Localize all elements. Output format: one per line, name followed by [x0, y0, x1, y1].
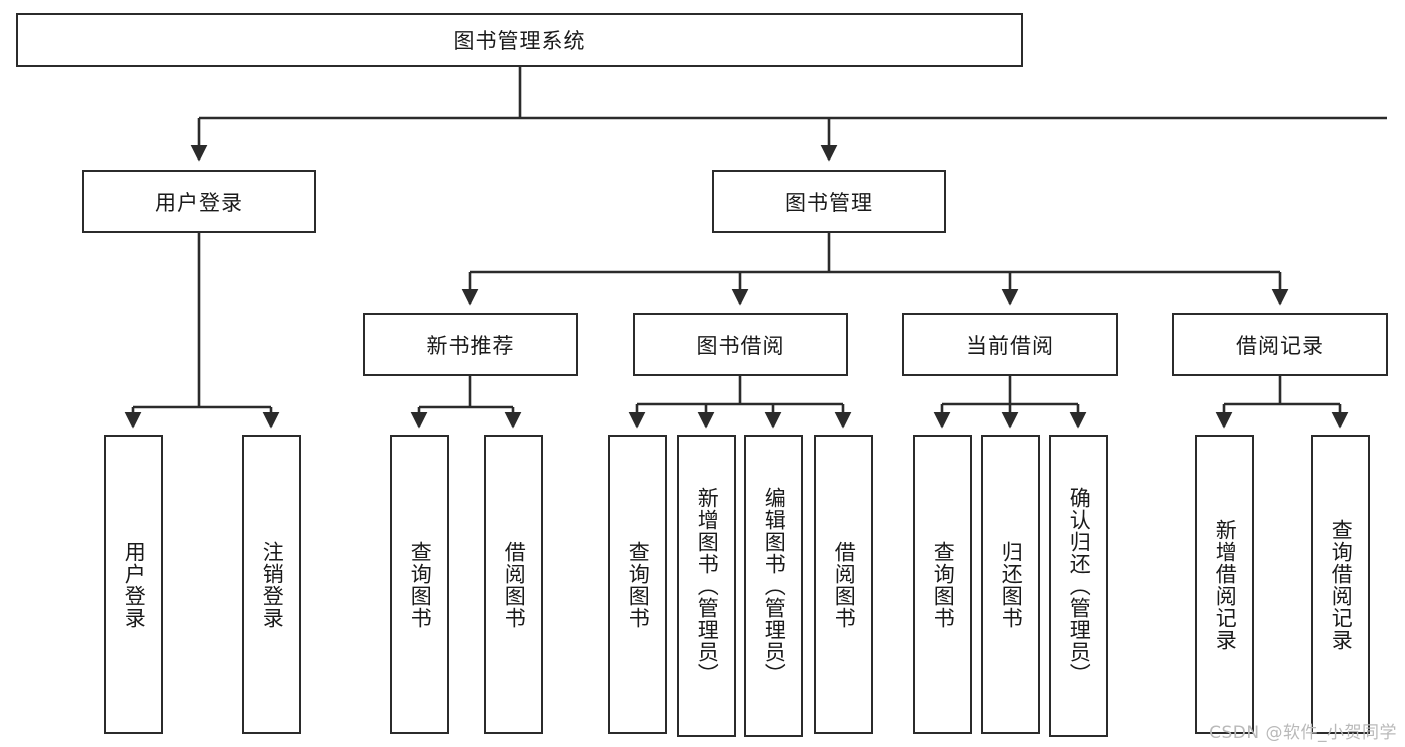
node-borrow-record-label: 借阅记录 — [1236, 333, 1324, 358]
leaf-borrow-borrow-book[interactable]: 借阅图书 — [814, 435, 873, 734]
node-root[interactable]: 图书管理系统 — [16, 13, 1023, 67]
node-book-management[interactable]: 图书管理 — [712, 170, 946, 233]
leaf-user-logout-label: 注销登录 — [260, 540, 285, 629]
leaf-record-add-label: 新增借阅记录 — [1213, 518, 1238, 651]
leaf-current-confirm-return-admin-label: 确认归还（管理员） — [1067, 487, 1092, 685]
leaf-borrow-borrow-book-label: 借阅图书 — [832, 540, 857, 629]
leaf-record-query-label: 查询借阅记录 — [1329, 518, 1354, 651]
leaf-record-query[interactable]: 查询借阅记录 — [1311, 435, 1370, 734]
leaf-record-add[interactable]: 新增借阅记录 — [1195, 435, 1254, 734]
leaf-borrow-query-book[interactable]: 查询图书 — [608, 435, 667, 734]
node-book-borrow[interactable]: 图书借阅 — [633, 313, 848, 376]
watermark: CSDN @软件_小贺同学 — [1209, 723, 1397, 743]
leaf-user-login-label: 用户登录 — [122, 540, 147, 629]
node-user-login-label: 用户登录 — [155, 190, 243, 215]
leaf-new-book-query-label: 查询图书 — [408, 540, 433, 629]
leaf-borrow-add-book-admin-label: 新增图书（管理员） — [695, 487, 720, 685]
leaf-new-book-query[interactable]: 查询图书 — [390, 435, 449, 734]
leaf-borrow-query-book-label: 查询图书 — [626, 540, 651, 629]
leaf-new-book-borrow-label: 借阅图书 — [502, 540, 527, 629]
node-current-borrow-label: 当前借阅 — [966, 333, 1054, 358]
leaf-current-confirm-return-admin[interactable]: 确认归还（管理员） — [1049, 435, 1108, 737]
node-book-borrow-label: 图书借阅 — [696, 333, 785, 358]
leaf-user-login[interactable]: 用户登录 — [104, 435, 163, 734]
node-current-borrow[interactable]: 当前借阅 — [902, 313, 1118, 376]
leaf-user-logout[interactable]: 注销登录 — [242, 435, 301, 734]
leaf-current-return-book-label: 归还图书 — [999, 540, 1024, 629]
node-root-label: 图书管理系统 — [453, 29, 586, 53]
leaf-borrow-edit-book-admin[interactable]: 编辑图书（管理员） — [744, 435, 803, 737]
leaf-current-query-book[interactable]: 查询图书 — [913, 435, 972, 734]
node-borrow-record[interactable]: 借阅记录 — [1172, 313, 1388, 376]
node-book-management-label: 图书管理 — [785, 190, 873, 215]
node-new-book-recommend[interactable]: 新书推荐 — [363, 313, 578, 376]
leaf-current-return-book[interactable]: 归还图书 — [981, 435, 1040, 734]
leaf-current-query-book-label: 查询图书 — [931, 540, 956, 629]
leaf-borrow-edit-book-admin-label: 编辑图书（管理员） — [762, 487, 787, 685]
leaf-borrow-add-book-admin[interactable]: 新增图书（管理员） — [677, 435, 736, 737]
node-new-book-recommend-label: 新书推荐 — [426, 333, 515, 358]
leaf-new-book-borrow[interactable]: 借阅图书 — [484, 435, 543, 734]
node-user-login[interactable]: 用户登录 — [82, 170, 316, 233]
